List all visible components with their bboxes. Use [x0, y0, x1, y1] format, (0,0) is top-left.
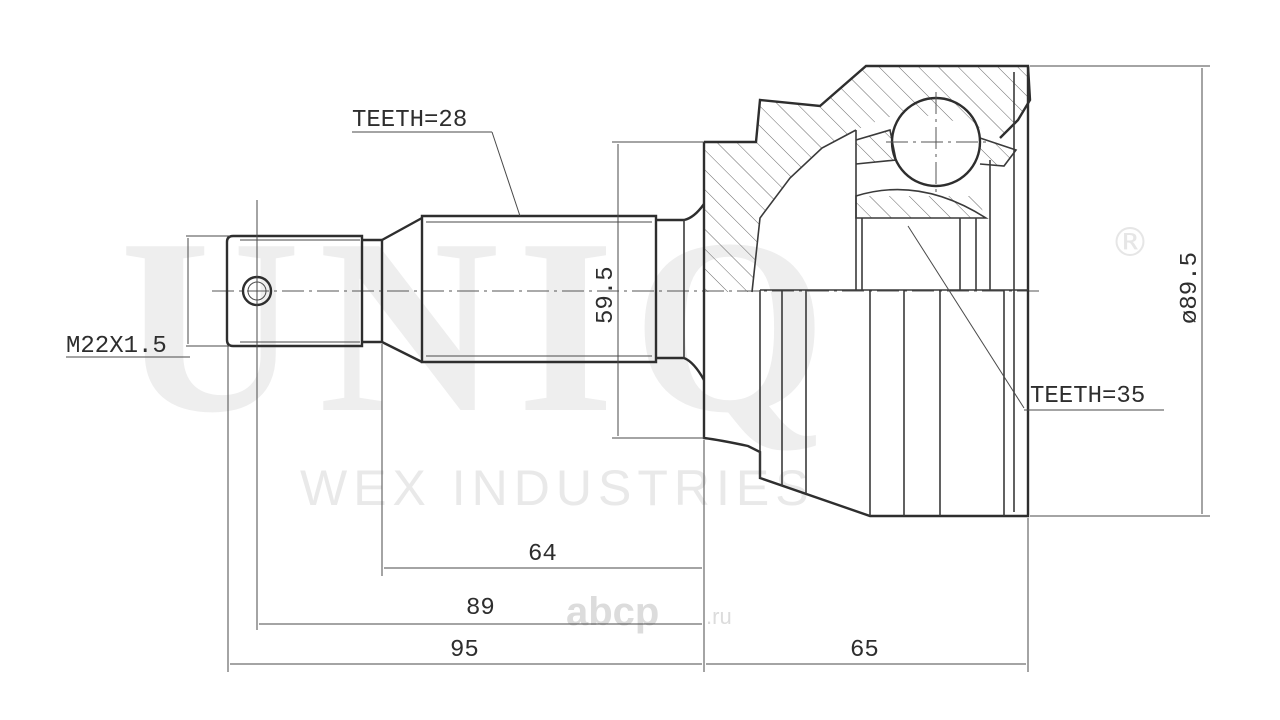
thread-label: M22X1.5 [66, 333, 167, 360]
dimensions: M22X1.5 TEETH=28 59.5 TEETH=35 ø89.5 64 … [66, 65, 1210, 672]
threaded-end [225, 216, 423, 364]
length-64-label: 64 [528, 541, 557, 568]
length-89-label: 89 [466, 595, 495, 622]
teeth-shaft-label: TEETH=28 [352, 107, 467, 134]
diameter-outer-label: ø89.5 [1177, 252, 1204, 324]
housing [702, 64, 1032, 518]
diameter-seat-label: 59.5 [593, 266, 620, 324]
watermark-site: abcp [566, 590, 659, 634]
registered-mark: ® [1110, 220, 1150, 266]
length-65-label: 65 [850, 637, 879, 664]
watermark-company: WEX INDUSTRIES [300, 460, 815, 516]
length-95-label: 95 [450, 637, 479, 664]
spline-shaft [420, 203, 706, 381]
watermark-site-suffix: .ru [706, 604, 732, 629]
teeth-hub-label: TEETH=35 [1030, 383, 1145, 410]
